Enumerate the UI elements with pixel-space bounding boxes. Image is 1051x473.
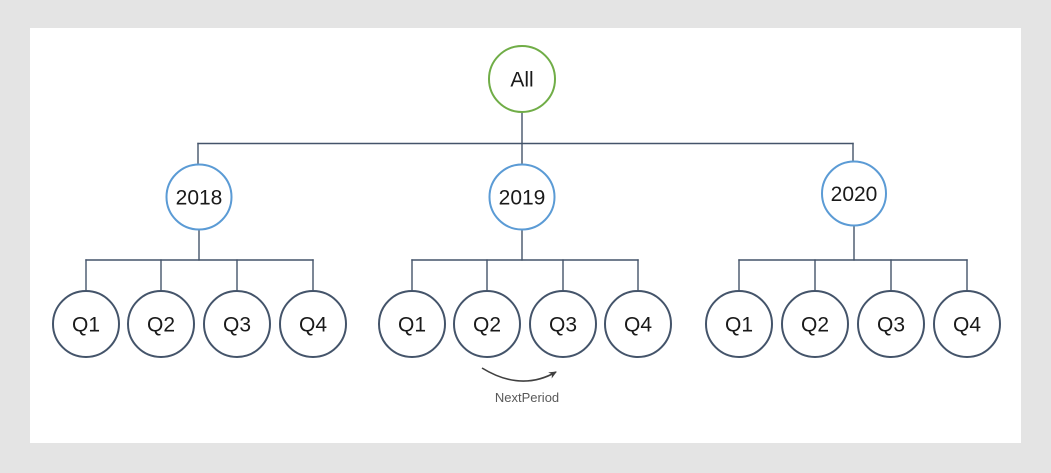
root-node-group bbox=[488, 45, 556, 113]
root-node-label: All bbox=[510, 69, 533, 92]
node-year-2020 bbox=[821, 160, 887, 227]
quarter-label: Q4 bbox=[953, 314, 981, 337]
year-2020-label: 2020 bbox=[831, 183, 878, 206]
node-2018-q4 bbox=[279, 290, 347, 358]
quarter-nodes-group bbox=[52, 290, 1001, 358]
quarter-label: Q3 bbox=[877, 314, 905, 337]
node-2019-q4 bbox=[604, 290, 672, 358]
quarter-label: Q2 bbox=[147, 314, 175, 337]
quarter-label: Q4 bbox=[624, 314, 652, 337]
node-2019-q1 bbox=[378, 290, 446, 358]
year-nodes-group bbox=[165, 160, 887, 231]
node-2019-q3 bbox=[529, 290, 597, 358]
year-2018-label: 2018 bbox=[176, 187, 223, 210]
quarter-label: Q2 bbox=[473, 314, 501, 337]
node-2020-q3 bbox=[857, 290, 925, 358]
node-2020-q4 bbox=[933, 290, 1001, 358]
node-2019-q2 bbox=[453, 290, 521, 358]
node-2018-q2 bbox=[127, 290, 195, 358]
node-2020-q1 bbox=[705, 290, 773, 358]
node-year-2019 bbox=[488, 163, 556, 231]
node-root bbox=[488, 45, 556, 113]
node-year-2018 bbox=[165, 163, 233, 231]
quarter-label: Q1 bbox=[72, 314, 100, 337]
year-2019-label: 2019 bbox=[499, 187, 546, 210]
node-labels-group: All 2018 2019 2020 Q1 Q2 Q3 Q4 Q1 Q2 Q3 … bbox=[72, 69, 981, 337]
quarter-label: Q4 bbox=[299, 314, 327, 337]
connector-lines bbox=[85, 111, 968, 292]
quarter-label: Q3 bbox=[223, 314, 251, 337]
node-2018-q3 bbox=[203, 290, 271, 358]
next-period-arrow bbox=[481, 367, 557, 382]
quarter-label: Q2 bbox=[801, 314, 829, 337]
quarter-label: Q1 bbox=[398, 314, 426, 337]
node-2020-q2 bbox=[781, 290, 849, 358]
quarter-label: Q3 bbox=[549, 314, 577, 337]
node-2018-q1 bbox=[52, 290, 120, 358]
quarter-label: Q1 bbox=[725, 314, 753, 337]
next-period-label: NextPeriod bbox=[495, 390, 559, 405]
